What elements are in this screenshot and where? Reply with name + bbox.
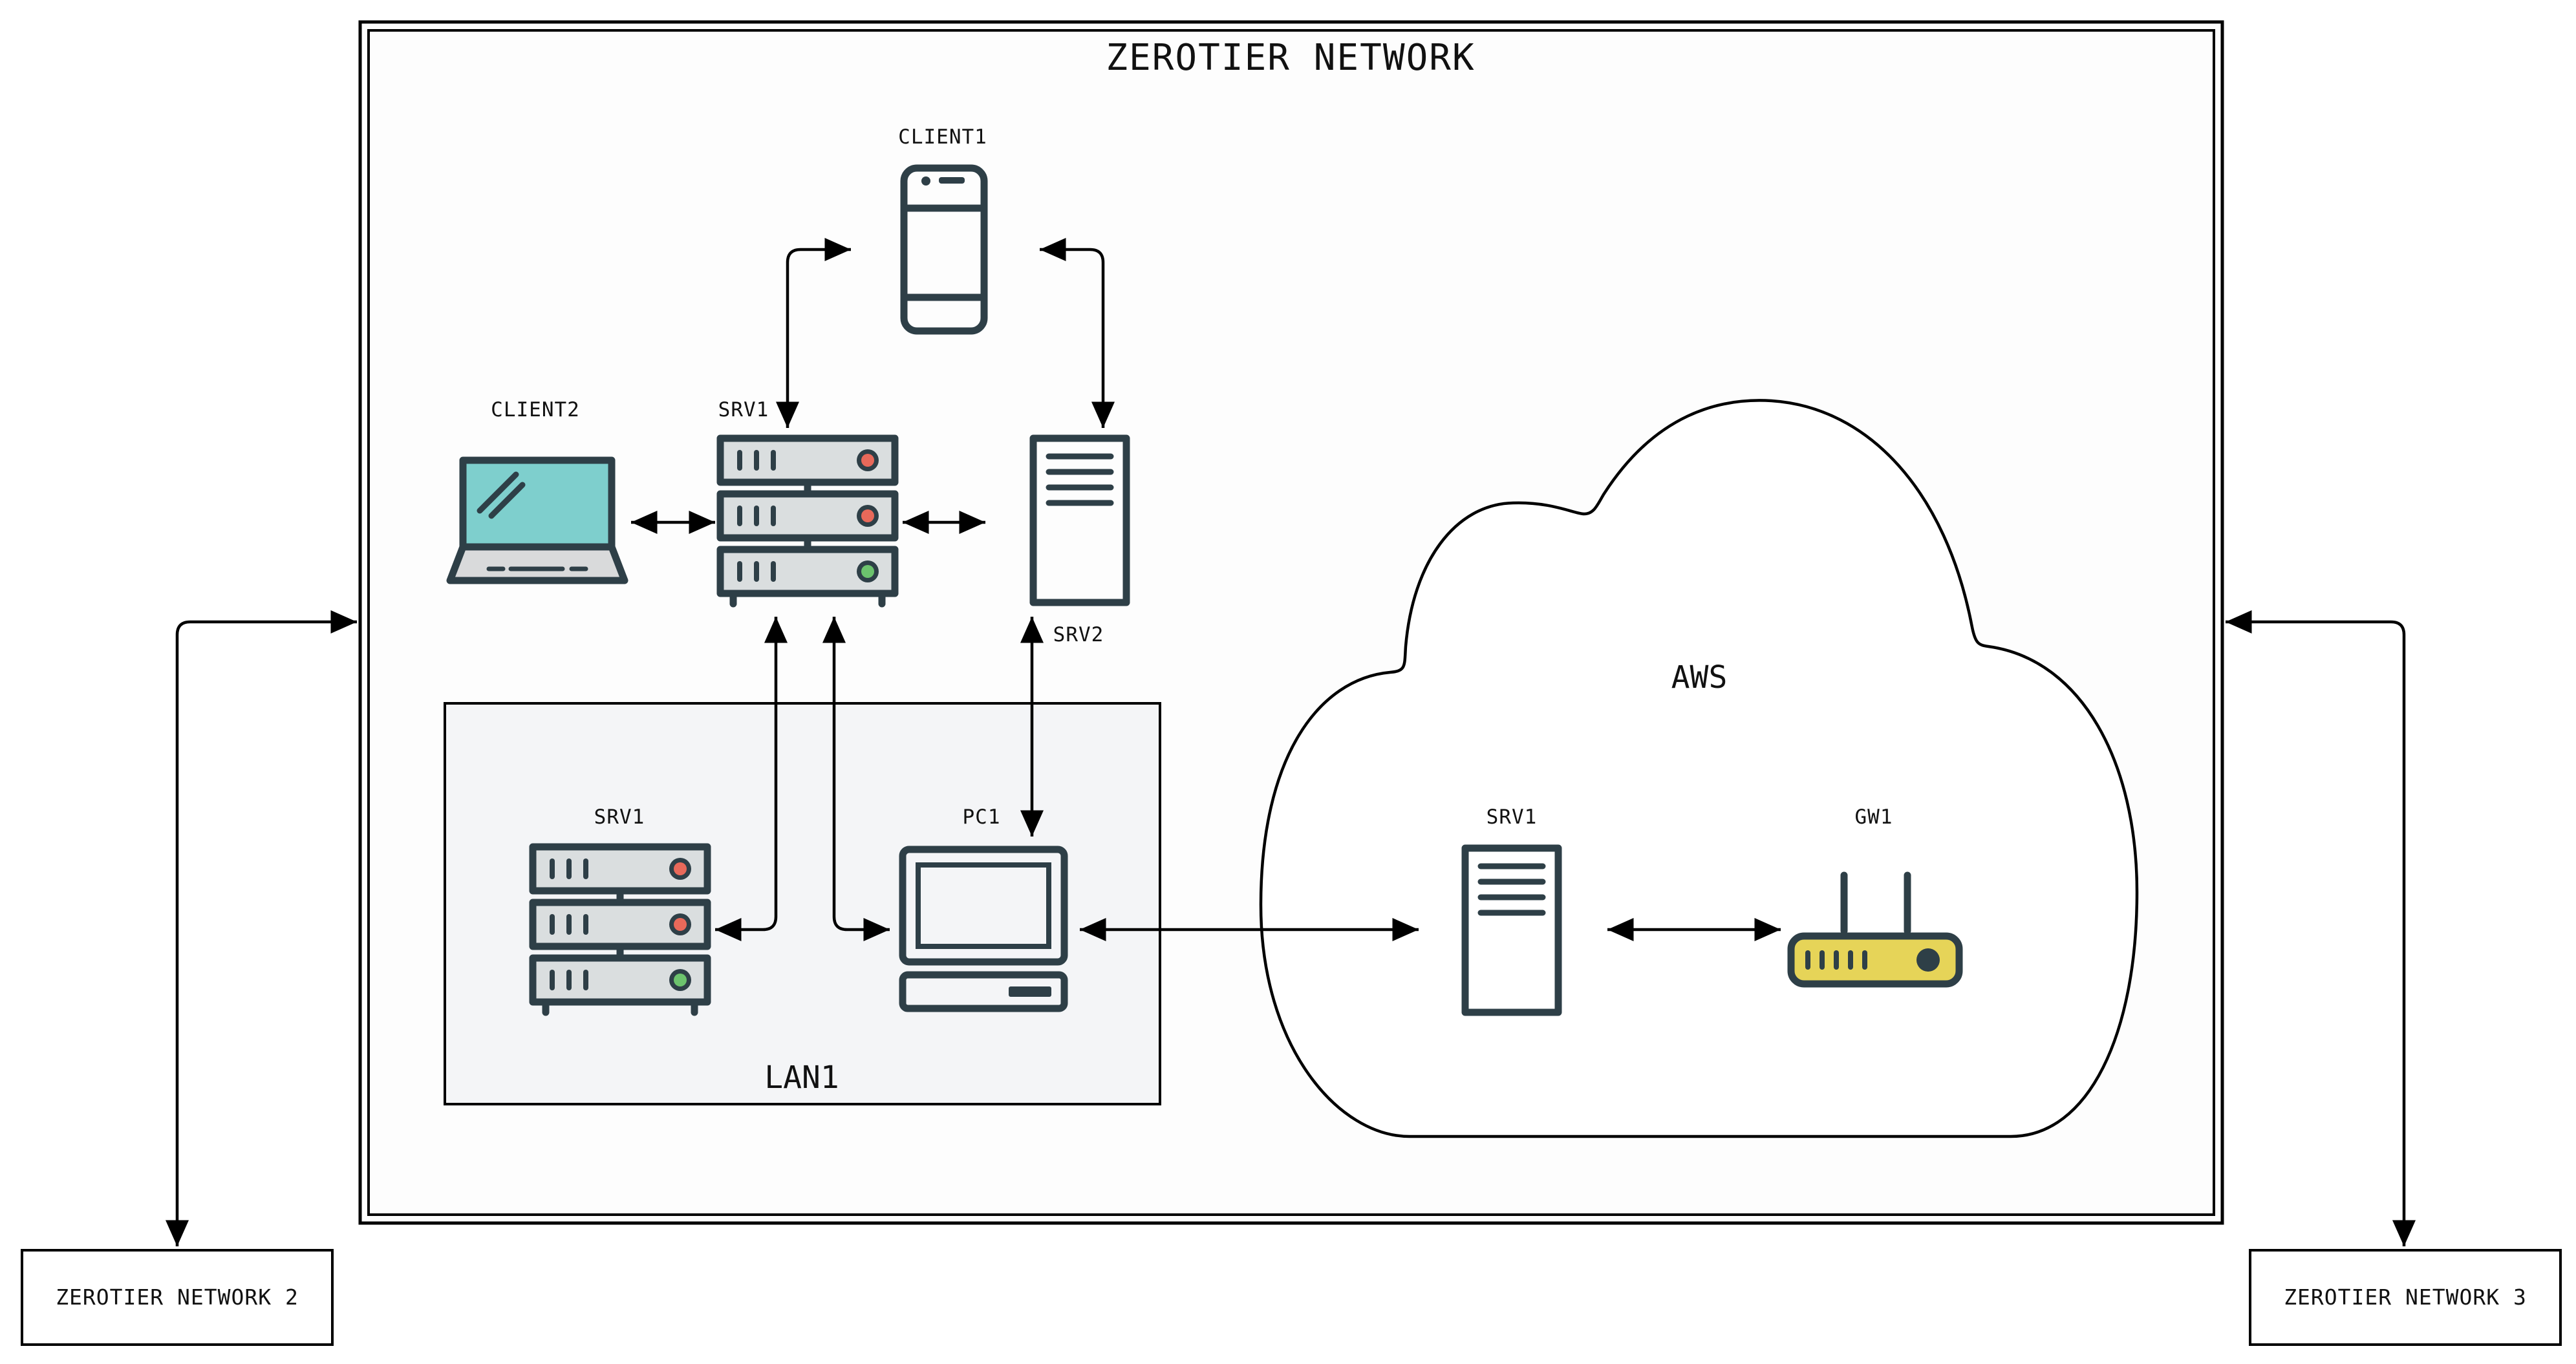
- smartphone-icon: [900, 164, 988, 335]
- node-srv1-top[interactable]: SRV1: [716, 398, 899, 608]
- srv1-lan-label: SRV1: [594, 805, 645, 829]
- connector-srv1-lansrv1: [715, 617, 788, 941]
- gw1-label: GW1: [1855, 805, 1893, 829]
- connectors: [166, 238, 2416, 1246]
- node-srv1-lan[interactable]: SRV1: [529, 805, 711, 1016]
- router-icon: [1787, 871, 1963, 988]
- node-pc1[interactable]: PC1: [899, 805, 1068, 1012]
- zerotier-network-2-label: ZEROTIER NETWORK 2: [56, 1284, 299, 1310]
- tower-server-icon: [1461, 844, 1562, 1016]
- connector-zt2: [166, 610, 357, 1246]
- node-srv1-aws[interactable]: SRV1: [1461, 805, 1562, 1016]
- aws-label: AWS: [1671, 659, 1728, 696]
- lan-label: LAN1: [764, 1060, 839, 1096]
- server-rack-icon: [716, 434, 899, 608]
- zerotier-network-2-box[interactable]: ZEROTIER NETWORK 2: [21, 1249, 334, 1346]
- desktop-pc-icon: [899, 846, 1068, 1012]
- client1-label: CLIENT1: [898, 125, 987, 149]
- server-rack-icon: [529, 843, 711, 1016]
- client2-label: CLIENT2: [491, 398, 580, 421]
- pc1-label: PC1: [963, 805, 1001, 829]
- srv1-top-label: SRV1: [718, 398, 769, 421]
- network-title: ZEROTIER NETWORK: [1106, 37, 1475, 79]
- node-srv2[interactable]: SRV2: [1029, 434, 1130, 646]
- zerotier-network-3-label: ZEROTIER NETWORK 3: [2284, 1284, 2527, 1310]
- connector-client1-srv2: [1040, 238, 1115, 428]
- laptop-icon: [446, 456, 628, 584]
- zerotier-network-3-box[interactable]: ZEROTIER NETWORK 3: [2249, 1249, 2562, 1346]
- connector-zt3: [2226, 610, 2416, 1246]
- srv1-aws-label: SRV1: [1487, 805, 1538, 829]
- node-gw1[interactable]: GW1: [1787, 805, 1963, 988]
- srv2-label: SRV2: [1053, 623, 1104, 646]
- node-client2[interactable]: CLIENT2: [446, 398, 628, 584]
- tower-server-icon: [1029, 434, 1130, 606]
- node-client1[interactable]: CLIENT1: [898, 125, 988, 335]
- connector-srv1-pc1: [822, 617, 890, 941]
- connector-srv1-client1: [776, 238, 851, 428]
